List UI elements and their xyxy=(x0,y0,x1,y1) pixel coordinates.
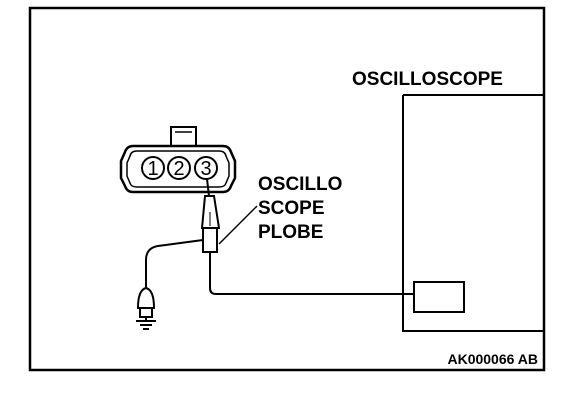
ground-clip-base xyxy=(139,307,153,318)
probe-leader-line xyxy=(218,205,258,245)
probe-body xyxy=(202,227,218,253)
probe-label-line-1: OSCILLO xyxy=(258,174,342,195)
connector: 1 2 3 xyxy=(119,126,237,194)
pin-2-circle xyxy=(167,156,191,180)
ground-clip-head xyxy=(136,286,156,309)
pin-2-label: 2 xyxy=(173,158,184,180)
oscilloscope: OSCILLOSCOPE xyxy=(352,69,544,332)
probe-label-line-3: PLOBE xyxy=(258,222,323,243)
connector-lock-tab xyxy=(170,126,197,145)
reference-code: AK000066 AB xyxy=(447,351,538,367)
pin-1-circle xyxy=(141,156,165,180)
probe-label-line-2: SCOPE xyxy=(258,198,325,219)
probe-cable xyxy=(209,252,414,295)
input-terminal xyxy=(413,281,465,313)
outer-frame xyxy=(28,6,546,372)
pin-1-label: 1 xyxy=(147,158,158,180)
probe-tip xyxy=(206,178,210,197)
oscilloscope-outline xyxy=(402,95,544,332)
pin-3-label: 3 xyxy=(200,158,211,180)
ground-symbol xyxy=(136,320,156,330)
oscilloscope-label: OSCILLOSCOPE xyxy=(352,69,503,90)
oscilloscope-probe xyxy=(200,178,221,253)
ground-lead xyxy=(145,239,204,290)
pin-3-circle xyxy=(194,156,218,180)
ground-clip xyxy=(136,286,156,321)
